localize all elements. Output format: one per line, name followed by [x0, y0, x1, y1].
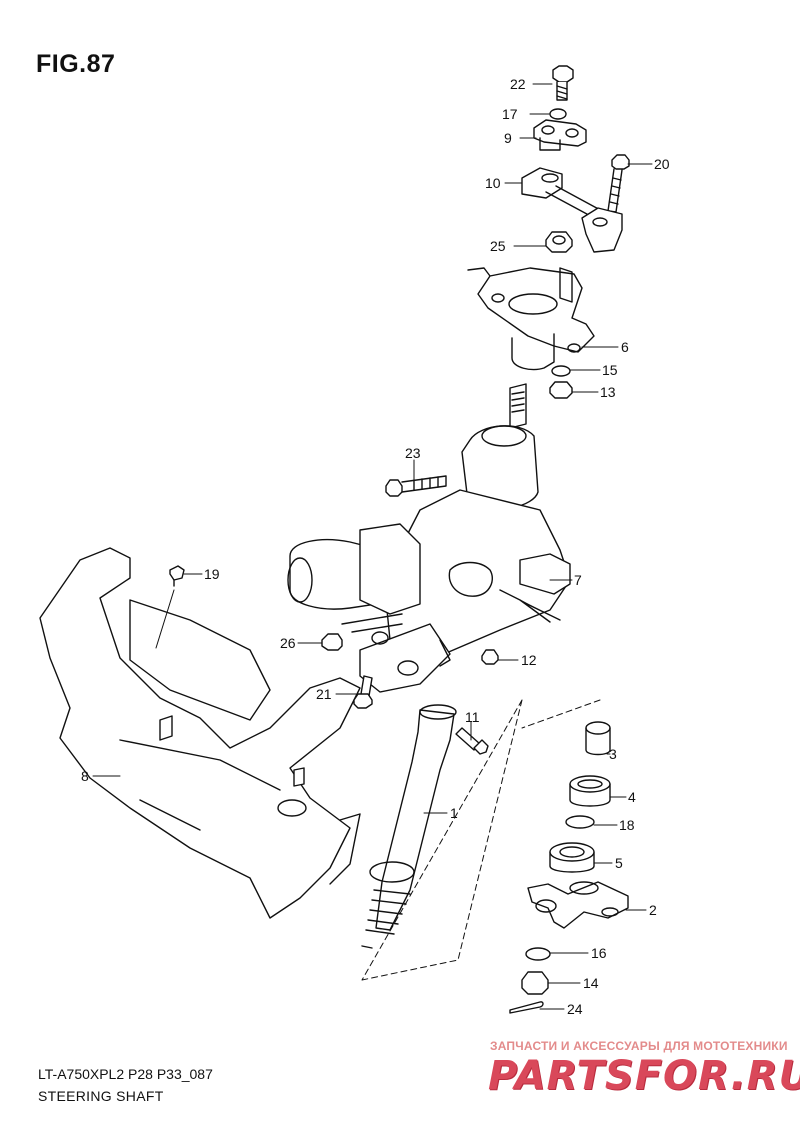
part-19-clip — [169, 565, 185, 587]
part-6-bearing-bracket — [467, 267, 595, 371]
part-11-bolt — [455, 727, 489, 755]
callout-9: 9 — [504, 130, 512, 146]
part-16-washer — [525, 947, 551, 961]
callout-25: 25 — [490, 238, 506, 254]
callout-16: 16 — [591, 945, 607, 961]
callout-11: 11 — [465, 709, 480, 725]
callout-7: 7 — [574, 572, 582, 588]
part-1-steering-shaft — [361, 704, 457, 949]
callout-26: 26 — [280, 635, 296, 651]
callout-18: 18 — [619, 817, 635, 833]
figure-name: STEERING SHAFT — [38, 1088, 164, 1104]
part-10-lower-holder — [521, 167, 623, 253]
part-2-steering-arm — [527, 881, 629, 929]
part-21-bolt — [353, 675, 373, 709]
figure-title: FIG.87 — [36, 50, 116, 78]
part-9-upper-holder — [533, 119, 587, 151]
callout-17: 17 — [502, 106, 518, 122]
callout-6: 6 — [621, 339, 629, 355]
part-18-circlip — [565, 815, 595, 829]
part-23-bolt — [385, 475, 447, 497]
callout-14: 14 — [583, 975, 599, 991]
callout-13: 13 — [600, 384, 616, 400]
callout-8: 8 — [81, 768, 89, 784]
part-14-nut — [521, 971, 549, 995]
callout-15: 15 — [602, 362, 618, 378]
part-15-washer — [551, 365, 571, 377]
part-17-washer — [549, 108, 567, 120]
part-12-bolt — [481, 649, 499, 665]
part-3-bush — [585, 721, 611, 756]
callout-leader-lines — [92, 83, 653, 1010]
figure-code: LT-A750XPL2 P28 P33_087 — [38, 1066, 213, 1082]
part-8-cover — [39, 547, 361, 919]
part-25-nut — [545, 231, 573, 253]
part-5-bearing — [549, 842, 595, 873]
watermark-logo: PARTSFOR.RU — [488, 1053, 800, 1099]
callout-12: 12 — [521, 652, 537, 668]
callout-24: 24 — [567, 1001, 583, 1017]
watermark-tagline: ЗАПЧАСТИ И АКСЕССУАРЫ ДЛЯ МОТОТЕХНИКИ — [490, 1039, 788, 1053]
part-20-bolt — [607, 154, 630, 213]
part-22-bolt — [552, 65, 574, 101]
callout-3: 3 — [609, 746, 617, 762]
callout-1: 1 — [450, 805, 458, 821]
part-4-seal — [569, 775, 611, 807]
callout-19: 19 — [204, 566, 220, 582]
callout-21: 21 — [316, 686, 332, 702]
callout-5: 5 — [615, 855, 623, 871]
callout-23: 23 — [405, 445, 421, 461]
assembly-guide-lines — [361, 699, 601, 981]
callout-22: 22 — [510, 76, 526, 92]
callout-20: 20 — [654, 156, 670, 172]
part-24-cotter-pin — [509, 1001, 544, 1014]
part-26-nut — [321, 633, 343, 651]
part-13-nut — [549, 381, 573, 399]
part-7-power-steering-unit — [287, 383, 571, 693]
callout-10: 10 — [485, 175, 501, 191]
callout-2: 2 — [649, 902, 657, 918]
callout-4: 4 — [628, 789, 636, 805]
